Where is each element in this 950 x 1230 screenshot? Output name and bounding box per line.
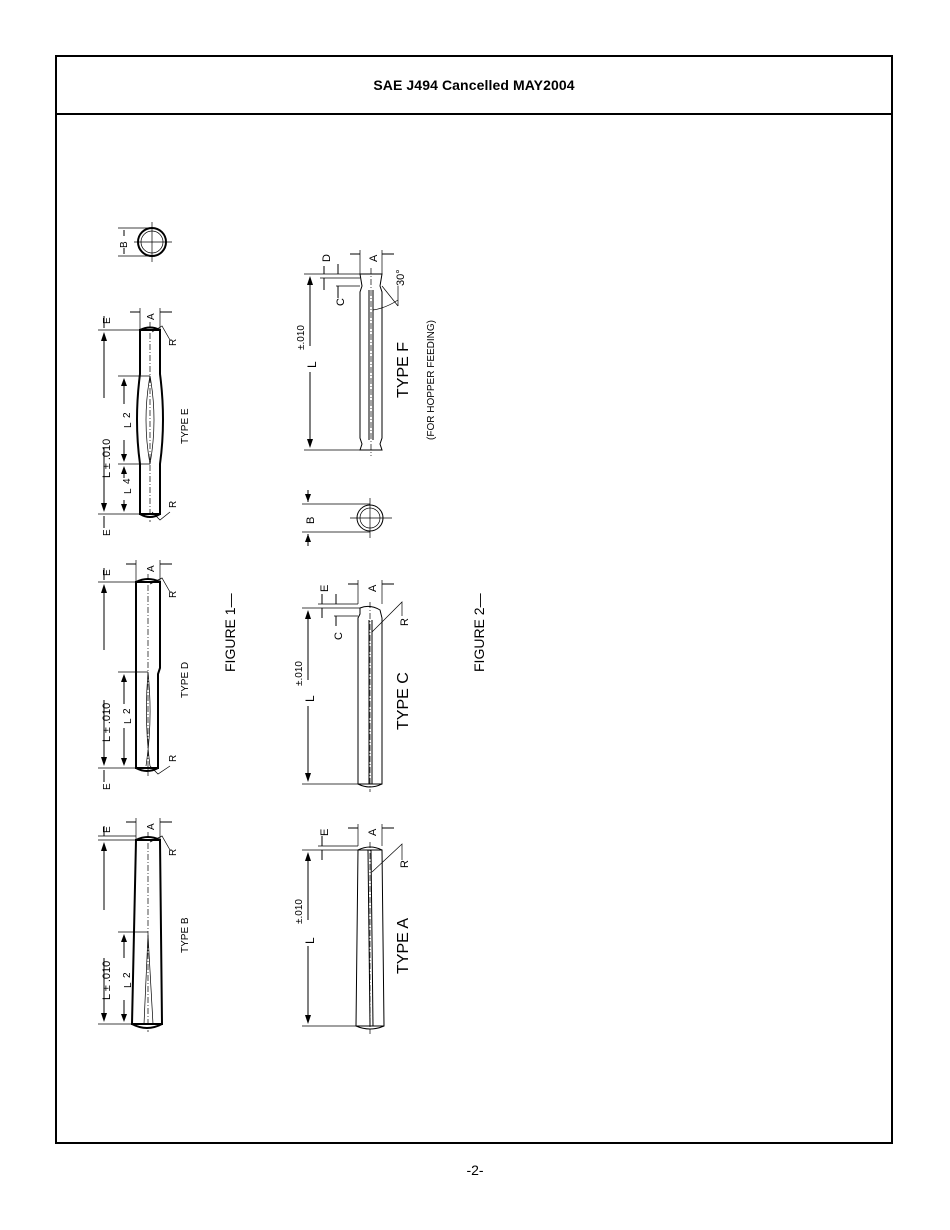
type-e-quarter-den: 4	[122, 478, 133, 484]
type-e-half-label: L	[123, 422, 134, 428]
type-e-e2-label: E	[102, 529, 113, 536]
document-title: SAE J494 Cancelled MAY2004	[373, 77, 575, 93]
type-c-a-label: A	[367, 584, 379, 592]
type-b-half-den: 2	[122, 972, 133, 978]
type-f-angle-label: 30°	[395, 269, 407, 286]
type-a-a-label: A	[367, 828, 379, 836]
type-b-type-label: TYPE B	[180, 917, 191, 953]
type-f-type-label: TYPE F	[395, 342, 412, 398]
type-e-type-label: TYPE E	[180, 408, 191, 444]
type-d-type-label: TYPE D	[180, 662, 191, 698]
type-b-a-label: A	[146, 823, 157, 830]
type-d-half-label: L	[123, 718, 134, 724]
type-d-r-label: R	[168, 591, 179, 598]
type-e-r-label: R	[168, 339, 179, 346]
type-c-r-label: R	[399, 618, 411, 626]
type-e-b-label: B	[119, 241, 130, 248]
type-f-c-label: C	[335, 298, 347, 306]
type-f-a-label: A	[368, 254, 380, 262]
type-e-half-den: 2	[122, 412, 133, 418]
figure1-type-e-drawing	[98, 222, 172, 528]
type-c-b-label: B	[305, 517, 317, 524]
type-c-tolerance-label: ±.010	[294, 661, 305, 686]
type-c-c-label: C	[333, 632, 345, 640]
page-number: -2-	[466, 1162, 484, 1178]
type-b-e-label: E	[102, 826, 113, 833]
figure2-type-c-drawing	[302, 490, 403, 792]
type-e-r2-label: R	[168, 501, 179, 508]
type-b-r-label: R	[168, 849, 179, 856]
type-a-length-label: L	[303, 937, 317, 944]
type-f-tolerance-label: ±.010	[296, 325, 307, 350]
type-d-e-label: E	[102, 569, 113, 576]
figure1-caption: FIGURE 1—	[222, 593, 238, 672]
type-a-tolerance-label: ±.010	[294, 899, 305, 924]
type-d-r2-label: R	[168, 755, 179, 762]
figure1-type-d-drawing	[98, 560, 172, 782]
type-a-e-label: E	[319, 829, 331, 836]
type-a-type-label: TYPE A	[395, 918, 412, 974]
figure2-caption: FIGURE 2—	[471, 593, 487, 672]
figure1-type-b-drawing	[98, 818, 172, 1032]
type-f-sub-label: (FOR HOPPER FEEDING)	[426, 320, 437, 440]
type-b-length-label: L ± .010	[101, 961, 113, 1000]
page-header: SAE J494 Cancelled MAY2004	[57, 57, 891, 115]
type-d-half-den: 2	[122, 708, 133, 714]
type-c-type-label: TYPE C	[395, 672, 412, 730]
type-e-length-label: L ± .010	[101, 439, 113, 478]
type-e-e-label: E	[102, 317, 113, 324]
type-d-a-label: A	[146, 565, 157, 572]
type-c-length-label: L	[303, 695, 317, 702]
type-f-length-label: L	[305, 361, 319, 368]
figure2-type-a-drawing	[302, 824, 403, 1034]
type-b-half-label: L	[123, 982, 134, 988]
type-d-e2-label: E	[102, 783, 113, 790]
type-e-quarter-label: L	[123, 488, 134, 494]
type-d-length-label: L ± .010	[101, 703, 113, 742]
page-frame: SAE J494 Cancelled MAY2004	[55, 55, 893, 1144]
type-a-r-label: R	[399, 860, 411, 868]
type-f-d-label: D	[321, 254, 333, 262]
figure2-type-f-drawing	[304, 250, 399, 456]
type-c-e-label: E	[319, 585, 331, 592]
type-e-a-label: A	[146, 313, 157, 320]
